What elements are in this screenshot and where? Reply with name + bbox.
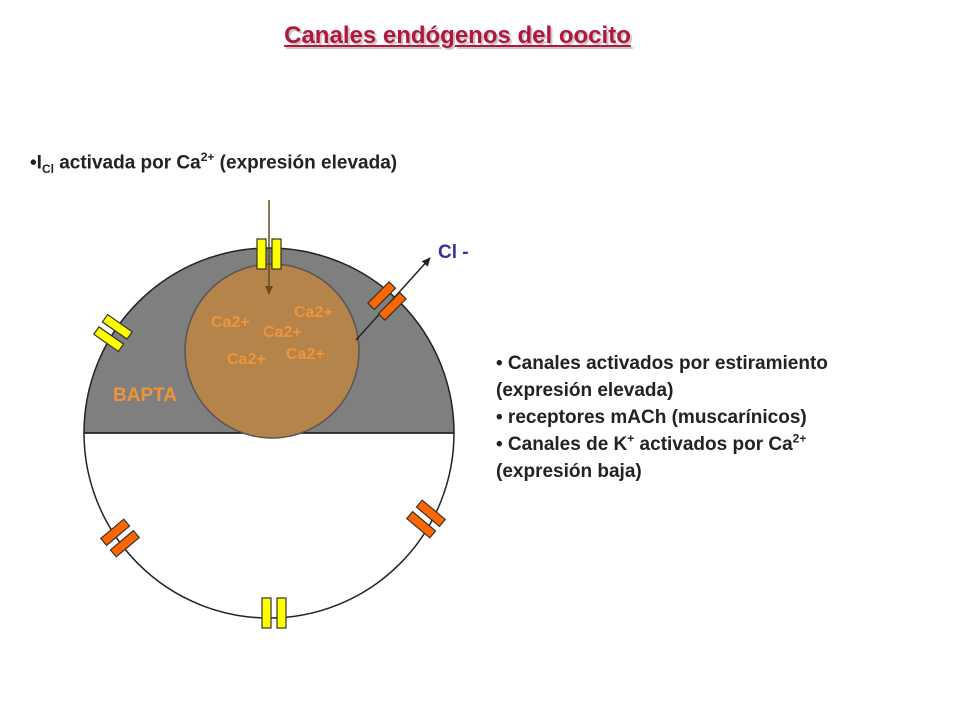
bullet-marker: •	[30, 152, 37, 174]
list-item-continuation: (expresión baja)	[496, 461, 642, 482]
calcium-label: Ca2+	[227, 351, 266, 368]
bullet-text-2: (expresión elevada)	[214, 152, 398, 174]
channel-top-yellow	[256, 238, 282, 270]
calcium-label: Ca2+	[263, 324, 302, 341]
charge-superscript: 2+	[200, 150, 215, 164]
bapta-label: BAPTA	[113, 385, 177, 406]
channel-upper-right-orange	[367, 281, 407, 321]
list-item-continuation: (expresión elevada)	[496, 380, 674, 401]
channel-lower-right-orange	[405, 499, 447, 539]
calcium-label: Ca2+	[211, 314, 250, 331]
calcium-label: Ca2+	[294, 304, 333, 321]
potassium-charge: +	[627, 431, 635, 446]
list-item-text: • Canales de K	[496, 434, 628, 455]
channel-bottom-yellow	[261, 597, 287, 629]
list-item: • Canales de K+ activados por Ca2+	[496, 431, 936, 458]
slide-title: Canales endógenos del oocito	[284, 22, 631, 49]
channel-lower-left-orange	[99, 518, 141, 558]
current-symbol: I	[36, 152, 42, 174]
oocyte-lower-membrane	[83, 432, 455, 619]
channel-upper-left-yellow	[92, 313, 134, 353]
list-item-text: activados por Ca	[634, 434, 793, 455]
chloride-label: Cl -	[438, 242, 469, 263]
list-item: • receptores mACh (muscarínicos)	[496, 407, 807, 428]
bullet-text-1: activada por Ca	[53, 152, 201, 174]
channel-list: • Canales activados por estiramiento (ex…	[496, 350, 936, 485]
current-subscript: Cl	[41, 162, 54, 177]
calcium-label: Ca2+	[286, 346, 325, 363]
list-item: • Canales activados por estiramiento	[496, 353, 828, 374]
calcium-store	[184, 263, 360, 439]
top-bullet: •ICl activada por Ca2+ (expresión elevad…	[30, 150, 397, 176]
calcium-charge: 2+	[792, 431, 807, 446]
